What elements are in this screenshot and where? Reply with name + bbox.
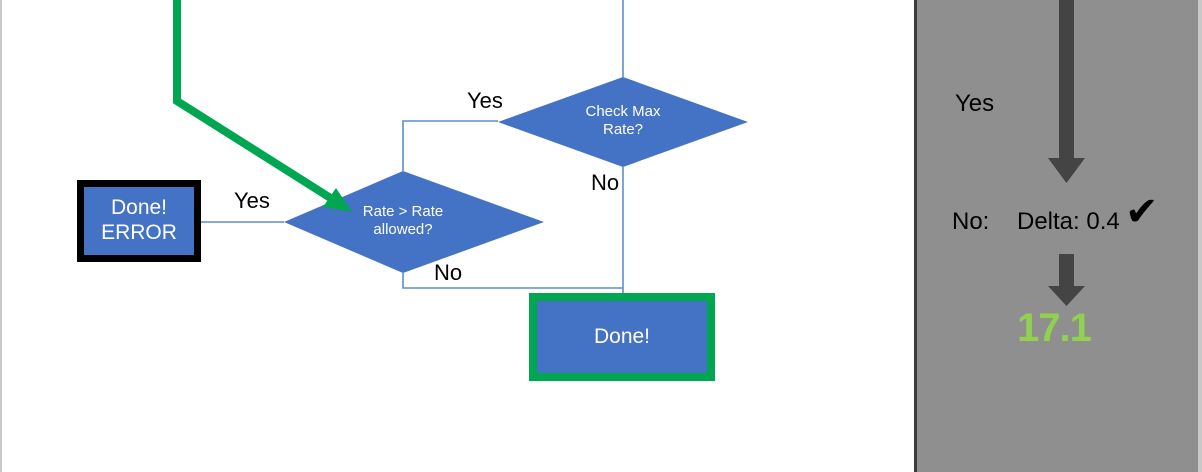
down-arrow-long-icon — [1048, 0, 1085, 183]
edge-label-rate-allowed-yes: Yes — [234, 188, 270, 213]
node-check-max-rate[interactable] — [498, 77, 748, 167]
edge-label-check-max-rate-yes: Yes — [467, 88, 503, 113]
status-panel: Yes No: Delta: 0.4 ✔ 17.1 — [914, 0, 1202, 472]
node-done-label: Done! — [593, 324, 651, 348]
node-done[interactable]: Done! — [529, 293, 715, 381]
edge-label-check-max-rate-no: No — [591, 170, 620, 195]
node-rate-gt-rate-allowed[interactable] — [284, 171, 544, 273]
panel-delta-label: Delta: 0.4 — [1017, 208, 1120, 235]
edge-label-rate-allowed-no: No — [434, 260, 463, 285]
node-done-error[interactable]: Done! ERROR — [77, 180, 201, 262]
connector-rate-allowed-no — [402, 273, 623, 289]
panel-result-value: 17.1 — [1017, 306, 1092, 350]
panel-no-label: No: — [952, 208, 990, 235]
panel-graphics — [1048, 0, 1085, 306]
flowchart-canvas: Check Max Rate? Rate > Rate allowed? Don… — [0, 0, 748, 472]
panel-yes-label: Yes — [955, 90, 995, 117]
down-arrow-short-icon — [1048, 254, 1085, 306]
green-highlight-arrow — [173, 0, 352, 212]
node-done-error-label: Done! ERROR — [101, 196, 177, 244]
check-mark-icon: ✔ — [1125, 189, 1159, 235]
flowchart-graphics — [173, 0, 748, 293]
connector-check-max-rate-yes — [402, 120, 498, 171]
